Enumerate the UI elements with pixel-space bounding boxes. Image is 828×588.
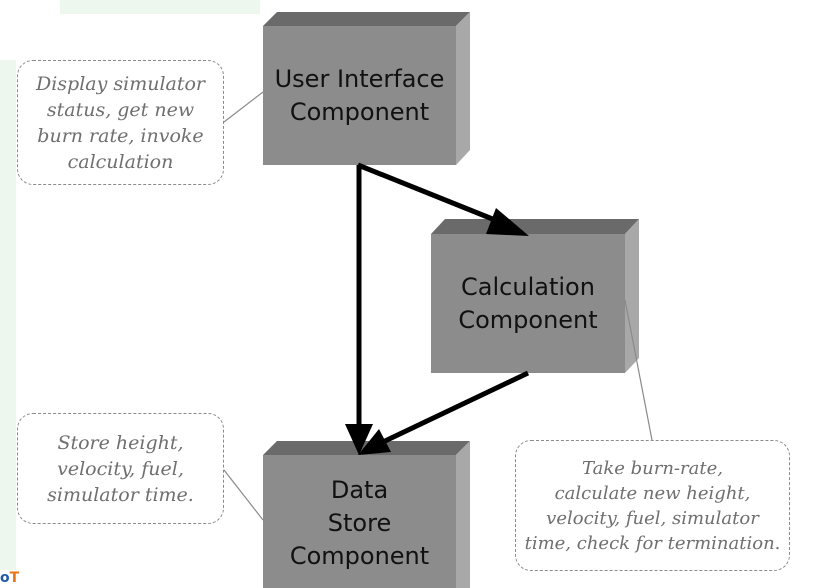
store-note: Store height, velocity, fuel, simulator … xyxy=(17,413,224,524)
ui-component-label: User Interface Component xyxy=(274,64,445,126)
arrow-ui-to-store xyxy=(345,165,373,455)
store-note-leader xyxy=(223,469,264,521)
arrow-calc-to-store xyxy=(358,370,530,455)
background-shape-left xyxy=(0,60,16,570)
calculation-component-box xyxy=(431,219,639,373)
ui-note-text: Display simulator status, get new burn r… xyxy=(35,72,206,173)
ui-component-box xyxy=(263,12,470,165)
calculation-component-label: Calculation Component xyxy=(458,272,598,334)
arrow-ui-to-calc xyxy=(357,162,529,236)
data-store-component-label: Data Store Component xyxy=(289,476,430,570)
logo: oT xyxy=(0,570,20,586)
ui-note-leader xyxy=(223,91,264,123)
calc-note: Take burn-rate, calculate new height, ve… xyxy=(515,440,790,571)
calc-note-text: Take burn-rate, calculate new height, ve… xyxy=(524,457,781,554)
background-shape-top xyxy=(60,0,260,14)
store-note-text: Store height, velocity, fuel, simulator … xyxy=(47,431,194,506)
ui-note: Display simulator status, get new burn r… xyxy=(17,60,224,185)
calc-note-leader xyxy=(624,299,653,441)
data-store-component-box xyxy=(263,441,470,588)
